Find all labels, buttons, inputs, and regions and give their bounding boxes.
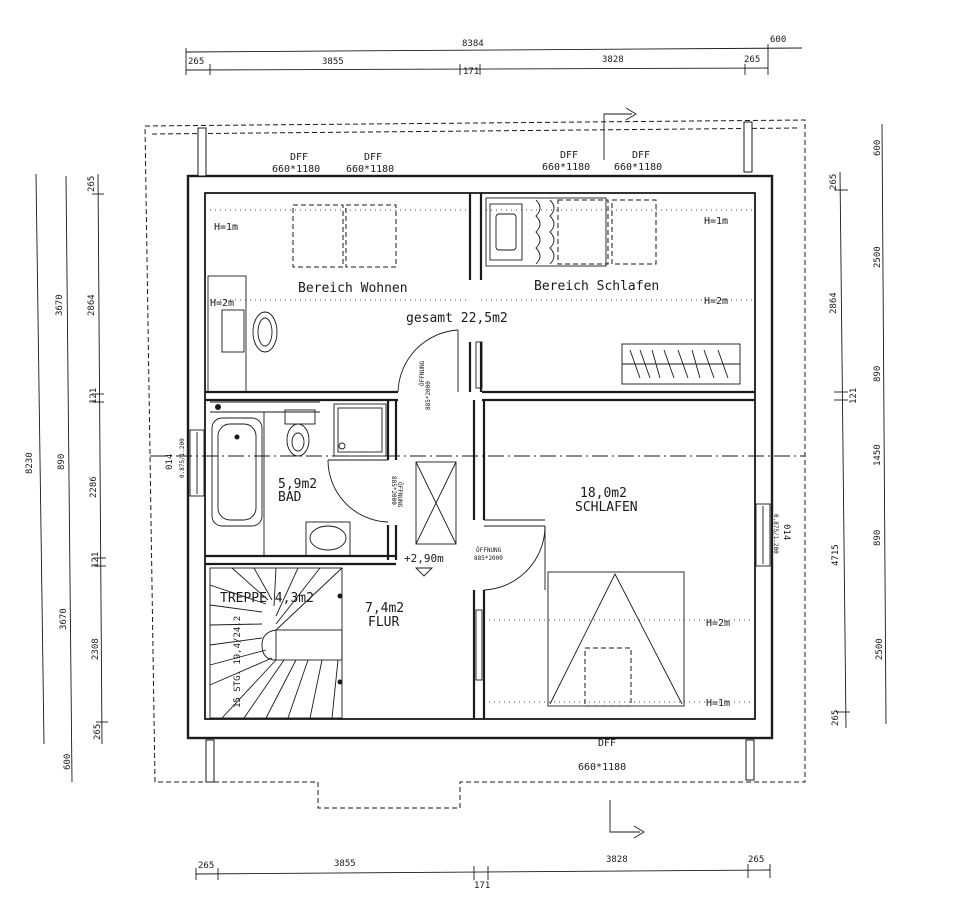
side-window-left-size: 0.875/1.200	[179, 438, 186, 478]
label-bereich-wohnen: Bereich Wohnen	[298, 281, 408, 296]
opening-size-2: 885*2000	[390, 476, 397, 505]
height-h1-wohnen: H=1m	[214, 222, 238, 233]
opening-label-2: ÖFFNUNG	[396, 482, 403, 508]
dim-top-total: 8384	[462, 39, 484, 49]
roof-windows	[292, 199, 657, 707]
dff-label-4: DFF	[632, 150, 650, 161]
dim-left-b5: 121	[91, 552, 101, 568]
side-window-right-size: 0.875/1.200	[772, 514, 779, 554]
dim-top-5: 265	[744, 55, 760, 65]
height-h2-lower: H=2m	[706, 618, 730, 629]
dim-left-a3: 3670	[59, 608, 69, 630]
label-bad-name: BAD	[278, 490, 302, 505]
doors	[327, 329, 546, 591]
dim-bottom-2: 3855	[334, 859, 356, 869]
label-schlafen-area: 18,0m2	[580, 486, 627, 501]
dim-right-c2: 890	[873, 366, 883, 382]
dim-left-b4: 2286	[89, 476, 99, 498]
dim-bottom-3: 171	[474, 881, 490, 891]
dff-size-5: 660*1180	[578, 762, 626, 773]
side-window-left-label: 014	[165, 454, 175, 470]
dff-size-3: 660*1180	[542, 162, 590, 173]
dim-left-b7: 265	[93, 724, 103, 740]
dff-size-2: 660*1180	[346, 164, 394, 175]
dimension-lines	[35, 44, 887, 880]
opening-size-1: 885*2000	[425, 381, 432, 410]
dim-left-b2: 2864	[87, 294, 97, 316]
dim-right-e3: 121	[849, 388, 859, 404]
dim-bottom-4: 3828	[606, 855, 628, 865]
dff-label-1: DFF	[290, 152, 308, 163]
height-h1-lower: H=1m	[706, 698, 730, 709]
flur-details	[414, 341, 483, 681]
dim-left-b1: 265	[87, 176, 97, 192]
side-window-right-label: 014	[781, 524, 791, 540]
dim-right-e1: 265	[829, 174, 839, 190]
label-bad-area: 5,9m2	[278, 477, 317, 492]
dff-size-1: 660*1180	[272, 164, 320, 175]
dim-left-a1: 3670	[55, 294, 65, 316]
dim-top-1: 265	[188, 57, 204, 67]
dim-right-e5: 265	[831, 710, 841, 726]
height-h2-wohnen: H=2m	[210, 298, 234, 309]
dim-left-b3: 121	[89, 388, 99, 404]
dff-label-2: DFF	[364, 152, 382, 163]
wall-markers	[197, 121, 755, 783]
furniture	[207, 197, 741, 707]
dim-top-4: 3828	[602, 55, 624, 65]
label-flur-name: FLUR	[368, 615, 399, 630]
dim-bottom-5: 265	[748, 855, 764, 865]
height-h2-schlafen: H=2m	[704, 296, 728, 307]
reference-lines	[150, 209, 805, 703]
staircase	[209, 567, 343, 719]
dim-top-2: 3855	[322, 57, 344, 67]
label-gesamt-area: gesamt 22,5m2	[406, 311, 508, 326]
dim-top-3: 171	[463, 67, 479, 77]
dim-right-e2: 2864	[829, 292, 839, 314]
label-flur-area: 7,4m2	[365, 601, 404, 616]
dim-bottom-1: 265	[198, 861, 214, 871]
dim-left-b6: 2308	[91, 638, 101, 660]
height-h1-schlafen: H=1m	[704, 216, 728, 227]
label-bereich-schlafen: Bereich Schlafen	[534, 279, 659, 294]
dim-right-c5: 2500	[875, 638, 885, 660]
label-treppe: TREPPE 4,3m2	[220, 591, 314, 606]
opening-size-3: 885*2000	[474, 555, 503, 562]
dim-top-overhang: 600	[770, 35, 786, 45]
opening-label-3: ÖFFNUNG	[476, 547, 502, 554]
dim-right-e4: 4715	[831, 544, 841, 566]
dim-right-overhang: 600	[873, 140, 883, 156]
dim-left-a2: 890	[57, 454, 67, 470]
dim-right-c1: 2500	[873, 246, 883, 268]
dff-size-4: 660*1180	[614, 162, 662, 173]
dim-left-overhang: 600	[63, 754, 73, 770]
interior-walls	[205, 193, 755, 719]
dff-label-5: DFF	[598, 738, 616, 749]
dim-left-total: 8230	[25, 452, 35, 474]
side-windows	[189, 429, 771, 567]
opening-label-1: ÖFFNUNG	[419, 360, 426, 386]
label-level: +2,90m	[404, 552, 444, 565]
dim-right-c3: 1450	[873, 444, 883, 466]
section-markers	[603, 107, 645, 839]
dim-right-c4: 890	[873, 530, 883, 546]
dff-label-3: DFF	[560, 150, 578, 161]
label-schlafen-name: SCHLAFEN	[575, 500, 638, 515]
label-stairs-spec: 15 STG. 19,4/24,2	[233, 616, 243, 708]
